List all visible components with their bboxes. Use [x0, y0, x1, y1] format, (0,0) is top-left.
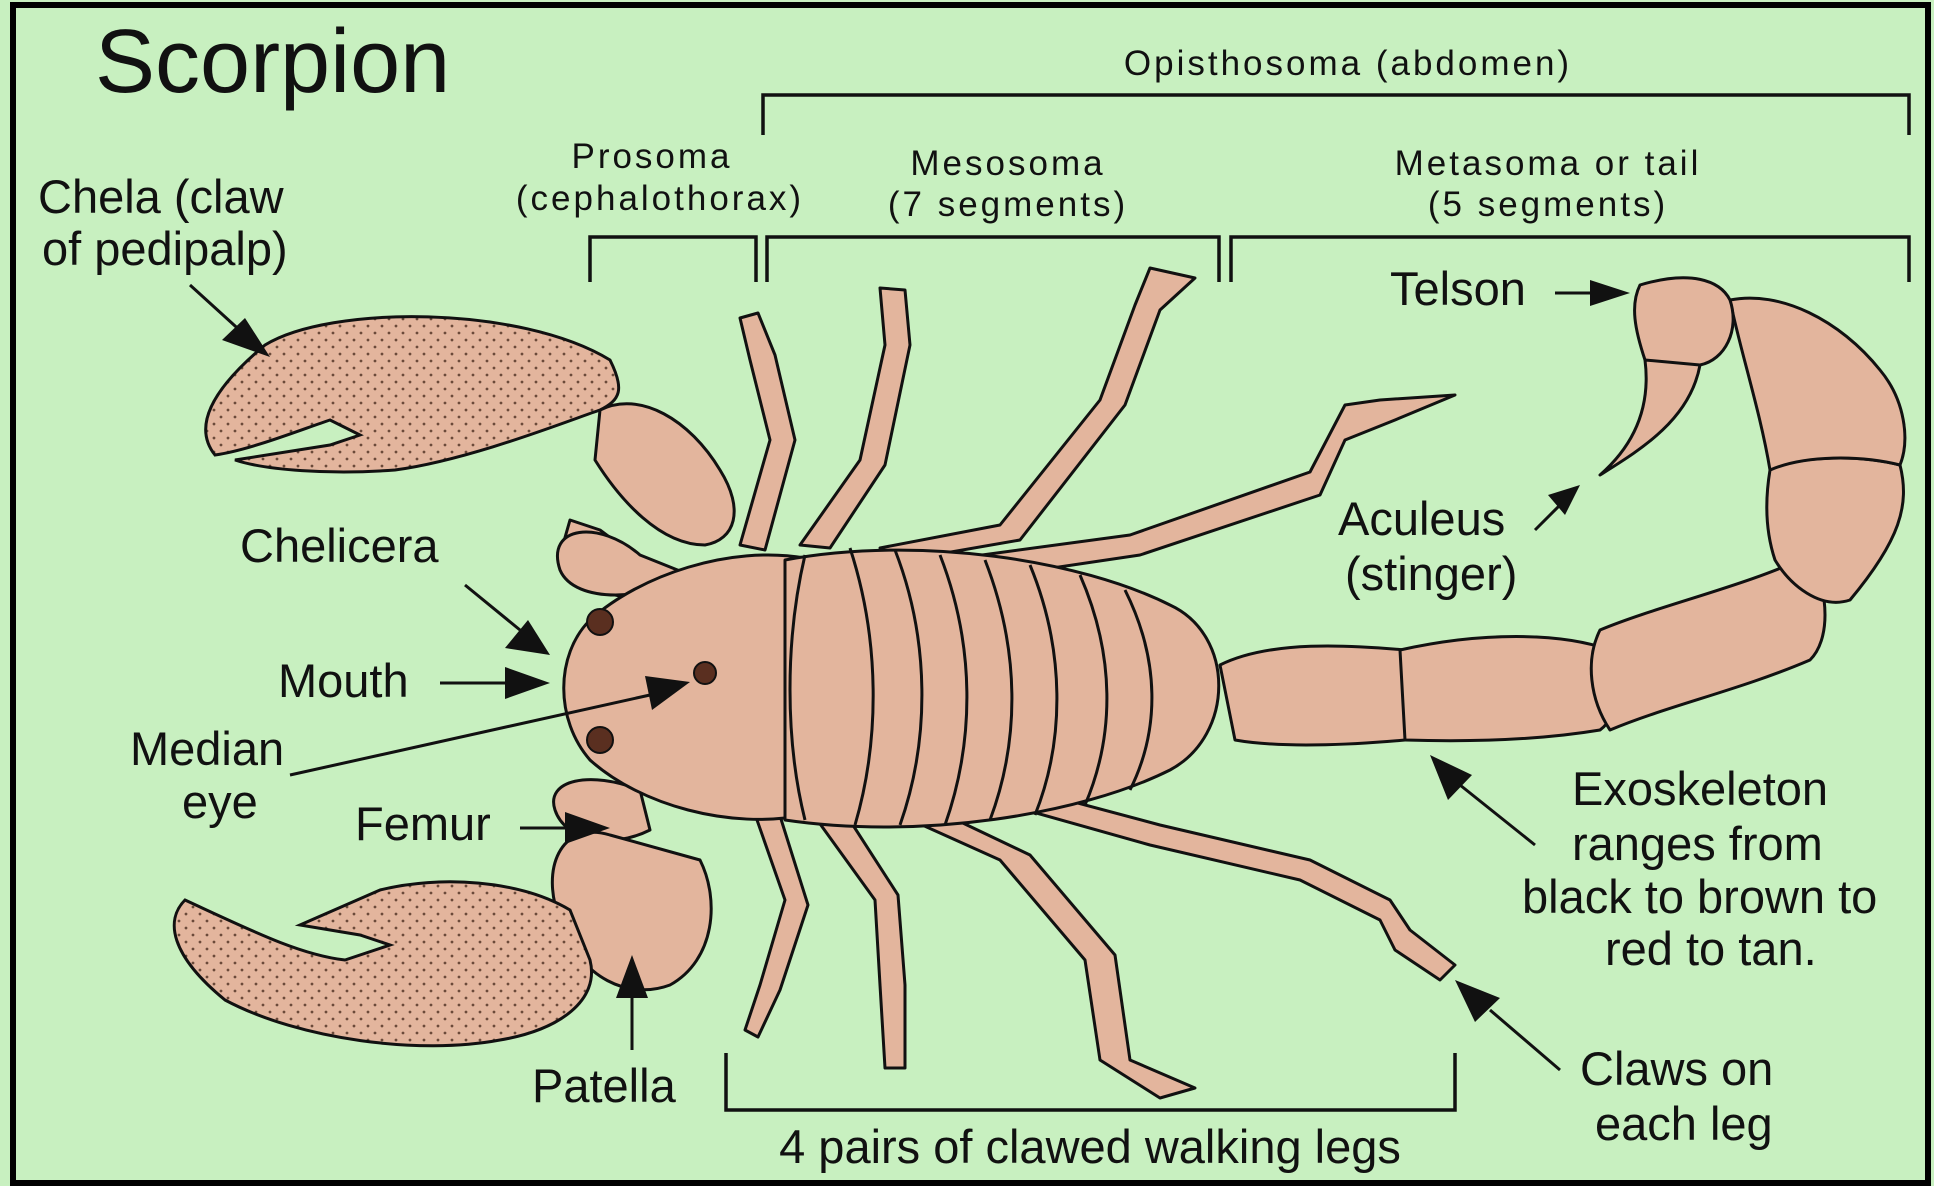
- mouth-label: Mouth: [278, 654, 409, 707]
- claws-label-2: each leg: [1595, 1097, 1773, 1150]
- median-eye: [694, 662, 716, 684]
- telson: [1635, 278, 1734, 369]
- mesosoma-sublabel: (7 segments): [888, 185, 1128, 224]
- tail-segment-1: [1220, 646, 1416, 745]
- eye-lower: [587, 727, 613, 753]
- telson-label: Telson: [1390, 262, 1526, 315]
- median-eye-label-1: Median: [130, 722, 284, 775]
- chelicera-label: Chelicera: [240, 519, 439, 572]
- chela-label-2: of pedipalp): [42, 222, 288, 275]
- opisthosoma-label: Opisthosoma (abdomen): [1124, 44, 1572, 83]
- exoskeleton-label-3: black to brown to: [1522, 870, 1877, 923]
- exoskeleton-label-2: ranges from: [1572, 817, 1823, 870]
- page-title: Scorpion: [95, 12, 450, 112]
- aculeus-label-2: (stinger): [1345, 547, 1517, 600]
- chela-label-1: Chela (claw: [38, 170, 285, 223]
- exoskeleton-label-1: Exoskeleton: [1572, 762, 1828, 815]
- prosoma-label: Prosoma: [571, 137, 732, 176]
- prosoma-sublabel: (cephalothorax): [516, 179, 804, 218]
- mesosoma-label: Mesosoma: [910, 144, 1105, 183]
- eye-upper: [587, 609, 613, 635]
- claws-label-1: Claws on: [1580, 1042, 1773, 1095]
- metasoma-label: Metasoma or tail: [1395, 144, 1702, 183]
- aculeus-label-1: Aculeus: [1338, 492, 1505, 545]
- patella-label: Patella: [532, 1059, 677, 1112]
- median-eye-label-2: eye: [182, 775, 258, 828]
- walking-legs-label: 4 pairs of clawed walking legs: [779, 1120, 1401, 1173]
- femur-label: Femur: [355, 797, 491, 850]
- metasoma-sublabel: (5 segments): [1428, 185, 1668, 224]
- tail-segment-2: [1400, 637, 1619, 741]
- exoskeleton-label-4: red to tan.: [1605, 922, 1817, 975]
